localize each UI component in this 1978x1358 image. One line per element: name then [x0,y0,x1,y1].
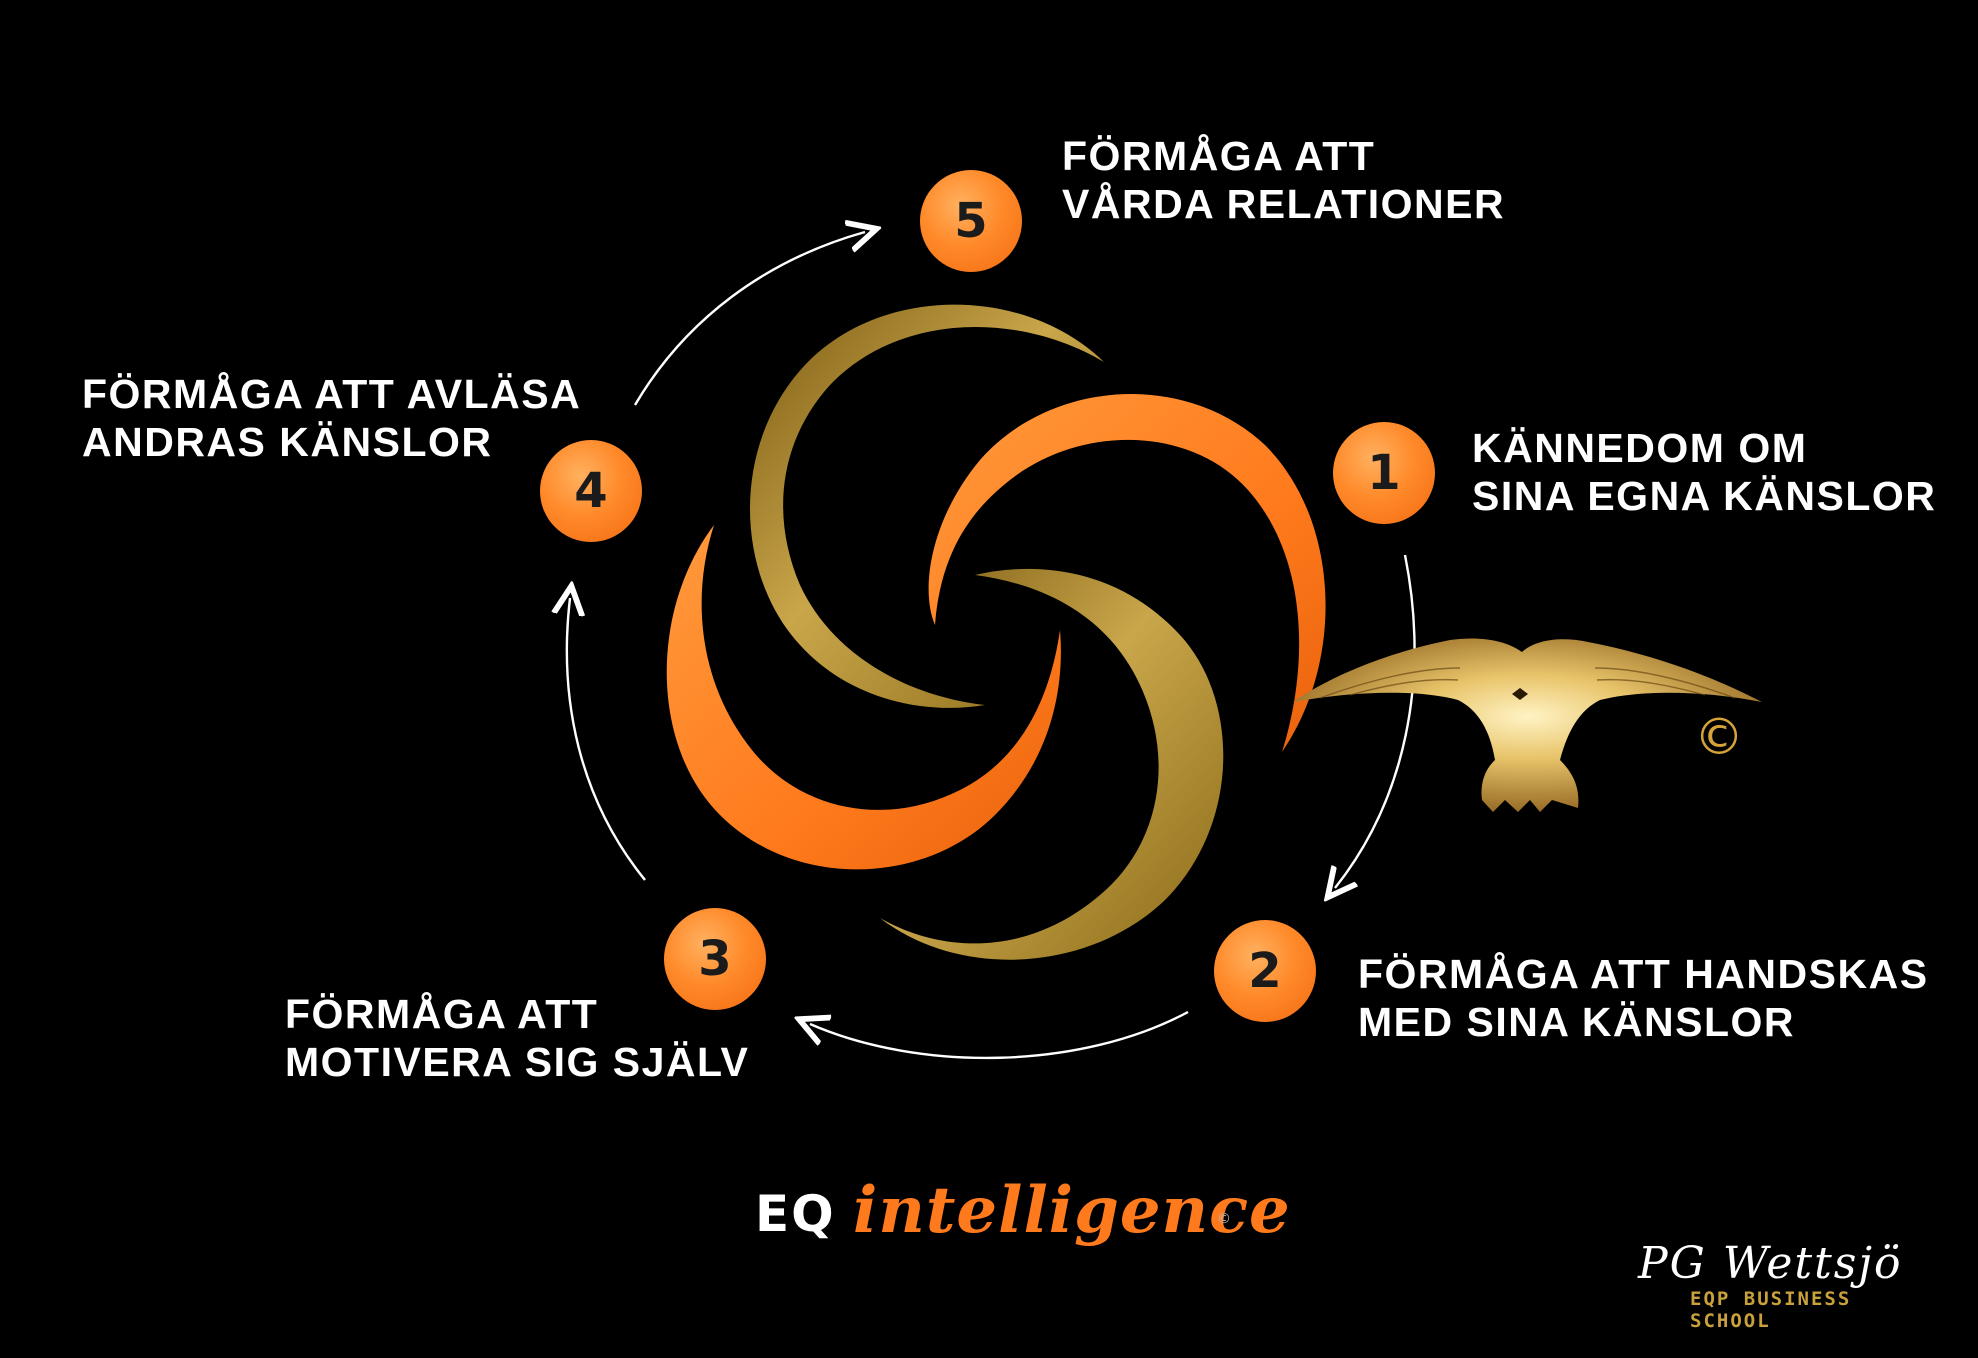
step-4-number: 4 [540,440,642,542]
step-5-number: 5 [920,170,1022,272]
signature-school: EQP BUSINESS SCHOOL [1690,1288,1852,1332]
arrow-2-to-3 [810,1010,1189,1060]
bird-copyright-mark: © [1694,708,1744,766]
crescent-gold-top [750,304,1104,708]
step-2-label: FÖRMÅGA ATT HANDSKAS MED SINA KÄNSLOR [1358,951,1929,1045]
arrow-4-to-5 [633,232,865,406]
signature-name: PG Wettsjö [1638,1238,1903,1289]
crescent-gold-bottom [880,568,1224,960]
crescent-orange-left [666,525,1061,870]
eq-intelligence-logo: EQ intelligence © [755,1165,1290,1275]
pg-wettsjo-signature: PG Wettsjö EQP BUSINESS SCHOOL [1630,1238,1940,1332]
step-3-number: 3 [664,908,766,1010]
step-5-label: FÖRMÅGA ATT VÅRDA RELATIONER [1062,133,1506,227]
step-1-label: KÄNNEDOM OM SINA EGNA KÄNSLOR [1472,425,1937,519]
step-1-number: 1 [1333,422,1435,524]
bird-emblem-icon [1293,638,1762,812]
step-3-label: FÖRMÅGA ATT MOTIVERA SIG SJÄLV [285,991,750,1085]
logo-copyright: © [1217,1211,1231,1227]
arrow-1-to-2 [1335,554,1416,888]
step-4-label: FÖRMÅGA ATT AVLÄSA ANDRAS KÄNSLOR [82,371,582,465]
logo-intelligence-text: intelligence [853,1173,1291,1248]
step-2-number: 2 [1214,920,1316,1022]
arrow-3-to-4 [567,598,646,881]
logo-eq-text: EQ [755,1185,836,1243]
